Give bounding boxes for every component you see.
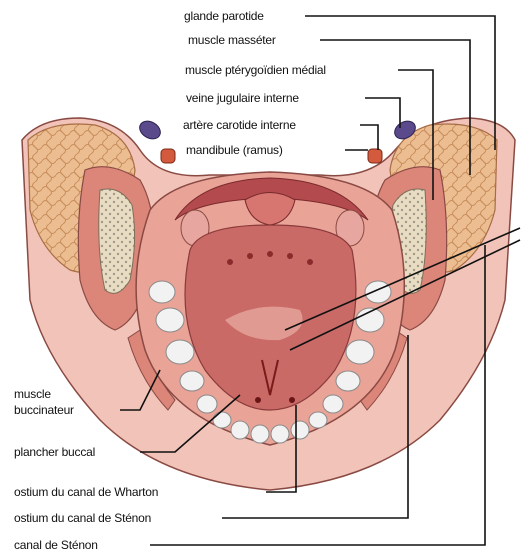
label-muscle-masseter: muscle masséter: [188, 33, 276, 47]
tooth: [251, 425, 269, 443]
label-muscle: muscle: [14, 387, 51, 401]
label-veine-jugulaire-interne: veine jugulaire interne: [186, 91, 299, 105]
tooth: [346, 340, 374, 364]
tooth: [271, 425, 289, 443]
left-mandible-ramus: [99, 189, 135, 293]
right-carotid-artery: [368, 149, 382, 163]
label-canal-stenon: canal de Sténon: [14, 538, 98, 552]
label-ostium-canal-wharton: ostium du canal de Wharton: [14, 485, 158, 499]
tooth: [336, 371, 360, 391]
tooth: [166, 340, 194, 364]
tooth: [213, 412, 231, 428]
tooth: [323, 395, 343, 413]
label-mandibule-ramus: mandibule (ramus): [186, 143, 283, 157]
tooth: [365, 281, 391, 303]
left-carotid-artery: [161, 149, 175, 163]
left-jugular-vein: [136, 118, 163, 143]
label-glande-parotide: glande parotide: [184, 9, 264, 23]
label-artere-carotide-interne: artère carotide interne: [183, 118, 296, 132]
label-plancher-buccal: plancher buccal: [14, 445, 95, 459]
tooth: [149, 281, 175, 303]
tooth: [309, 412, 327, 428]
wharton-duct-opening-left: [255, 397, 261, 403]
wharton-duct-opening-right: [289, 397, 295, 403]
tooth: [180, 371, 204, 391]
label-buccinateur: buccinateur: [14, 403, 74, 417]
tooth: [291, 421, 309, 439]
tooth: [156, 308, 184, 332]
tooth: [197, 395, 217, 413]
tooth: [231, 421, 249, 439]
label-muscle-pterygoidien-medial: muscle ptérygoïdien médial: [185, 63, 326, 77]
label-ostium-canal-stenon: ostium du canal de Sténon: [14, 511, 151, 525]
